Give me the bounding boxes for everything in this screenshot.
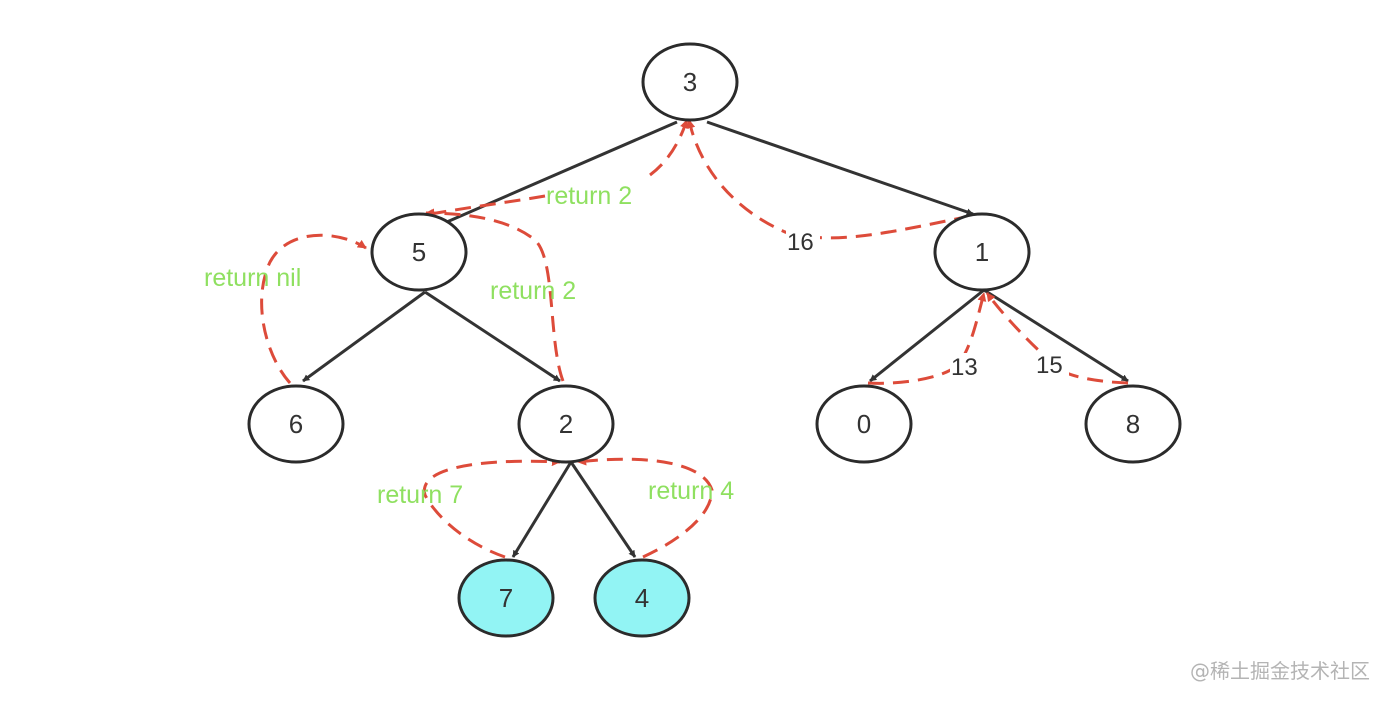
- node-7-circle: [457, 558, 555, 638]
- node-2-circle: [517, 384, 615, 464]
- node-4-label: 4: [635, 583, 649, 613]
- node-4: 4: [593, 558, 691, 638]
- label-return-2-top: return 2: [546, 182, 632, 210]
- edge-3-1: [706, 120, 974, 216]
- edge-2-4: [569, 461, 637, 558]
- label-16: 16: [787, 229, 814, 256]
- edge-5-2: [424, 290, 561, 383]
- label-13-bg: [950, 353, 984, 379]
- node-5: 5: [370, 212, 468, 292]
- edge-1-0: [869, 288, 985, 383]
- node-8-label: 8: [1126, 409, 1140, 439]
- node-8-circle: [1084, 384, 1182, 464]
- node-2-label: 2: [559, 409, 573, 439]
- node-7-label: 7: [499, 583, 513, 613]
- label-return-2-mid: return 2: [490, 277, 576, 305]
- label-return-nil: return nil: [204, 264, 301, 292]
- label-return-7: return 7: [377, 481, 463, 509]
- edge-1-8: [983, 288, 1129, 383]
- return-path-7-to-2: [422, 457, 561, 559]
- edge-5-6: [302, 290, 426, 383]
- label-15-bg: [1035, 351, 1069, 377]
- return-labels: return 2 return nil return 2 return 7 re…: [204, 182, 1069, 509]
- label-return-4: return 4: [648, 477, 734, 505]
- node-2: 2: [517, 384, 615, 464]
- node-4-circle: [593, 558, 691, 638]
- node-6: 6: [247, 384, 345, 464]
- node-5-circle: [370, 212, 468, 292]
- node-1: 1: [933, 212, 1031, 292]
- node-7: 7: [457, 558, 555, 638]
- return-path-0-to-1: [867, 292, 987, 385]
- node-6-circle: [247, 384, 345, 464]
- node-3: 3: [641, 42, 739, 122]
- node-1-circle: [933, 212, 1031, 292]
- label-16-bg: [786, 228, 820, 254]
- node-1-label: 1: [975, 237, 989, 267]
- edge-2-7: [511, 461, 573, 558]
- node-8: 8: [1084, 384, 1182, 464]
- node-0: 0: [815, 384, 913, 464]
- node-0-label: 0: [857, 409, 871, 439]
- tree-nodes: 3 5 1 6 2 0 8 7: [247, 42, 1182, 638]
- return-path-5-to-3-tail: [424, 194, 546, 219]
- node-6-label: 6: [289, 409, 303, 439]
- return-path-8-to-1: [985, 292, 1129, 385]
- node-0-circle: [815, 384, 913, 464]
- tree-edges: [302, 120, 1129, 558]
- return-path-1-to-3: [686, 119, 971, 240]
- label-13: 13: [951, 354, 978, 381]
- return-path-4-to-2: [577, 456, 714, 559]
- node-5-label: 5: [412, 237, 426, 267]
- node-3-label: 3: [683, 67, 697, 97]
- watermark: @稀土掘金技术社区: [1190, 659, 1370, 683]
- label-15: 15: [1036, 352, 1063, 379]
- edge-3-5: [432, 120, 678, 230]
- return-paths: [260, 119, 1129, 559]
- return-path-6-to-5: [260, 233, 367, 384]
- node-3-circle: [641, 42, 739, 122]
- return-path-5-to-3: [649, 119, 689, 177]
